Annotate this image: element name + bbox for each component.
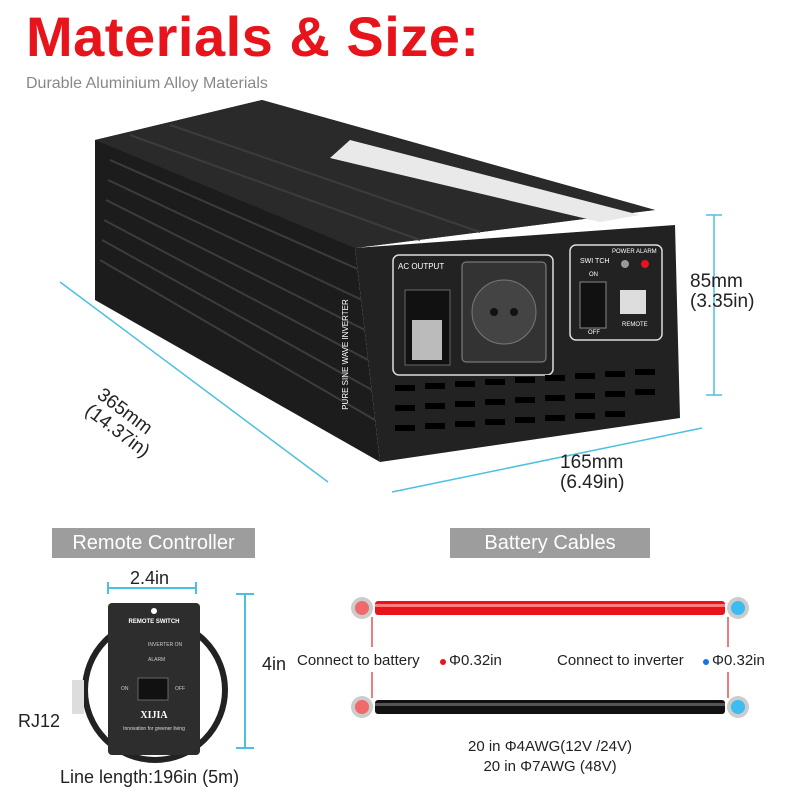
battery-lug-size: Φ0.32in — [449, 652, 502, 669]
remote-switch — [137, 677, 169, 701]
cable-spec-2: 20 in Φ7AWG (48V) — [483, 758, 617, 775]
red-dot-icon — [440, 659, 446, 665]
height-mm: 85mm — [690, 271, 743, 292]
ac-output-panel — [392, 254, 554, 376]
remote-on: ON — [121, 686, 129, 692]
height-dimension: 85mm (3.35in) — [690, 272, 754, 312]
vent-slots — [395, 369, 655, 431]
height-in: (3.35in) — [690, 291, 755, 312]
alarm-label: ALARM — [636, 249, 657, 255]
top-label-panel — [330, 140, 640, 222]
dimension-lines — [59, 214, 722, 493]
rj12-label: RJ12 — [18, 711, 61, 731]
remote-inverter-on: INVERTER ON — [148, 642, 183, 648]
inverter-top — [95, 100, 655, 248]
red-cable — [375, 601, 725, 615]
remote-port-label: REMOTE — [622, 322, 648, 328]
remote-title: REMOTE SWITCH — [128, 619, 180, 625]
rj12-plug — [72, 680, 84, 714]
heatsink-fins — [99, 124, 481, 421]
inverter-side-text: PURE SINE WAVE INVERTER — [340, 299, 350, 410]
black-cable — [375, 700, 725, 714]
power-led — [621, 260, 629, 268]
alarm-led — [641, 260, 649, 268]
remote-alarm: ALARM — [148, 657, 166, 663]
remote-port — [620, 290, 646, 314]
remote-off: OFF — [175, 686, 185, 692]
switch-label: SWI TCH — [580, 258, 610, 265]
connect-inverter-label: Connect to inverter — [557, 652, 684, 669]
remote-width: 2.4in — [130, 568, 170, 588]
remote-slogan: Innovation for greener living — [123, 726, 185, 732]
power-label: POWER — [612, 249, 635, 255]
remote-height: 4in — [262, 654, 287, 674]
connect-battery-label: Connect to battery — [297, 652, 420, 669]
page-subtitle: Durable Aluminium Alloy Materials — [26, 75, 268, 92]
line-length: Line length:196in (5m) — [60, 767, 240, 787]
width-mm: 165mm — [560, 452, 624, 473]
switch-on-label: ON — [589, 272, 598, 278]
control-panel — [569, 244, 663, 341]
cable-spec-1: 20 in Φ4AWG(12V /24V) — [468, 738, 632, 755]
connector-leaders — [371, 617, 729, 698]
remote-controller-label: Remote Controller — [52, 528, 255, 558]
width-in: (6.49in) — [560, 472, 625, 493]
blue-dot-icon — [703, 659, 709, 665]
switch-off-label: OFF — [588, 330, 600, 336]
power-switch — [579, 281, 607, 329]
width-dimension: 165mm (6.49in) — [560, 453, 624, 493]
cable-lugs — [351, 597, 749, 718]
battery-cables-label: Battery Cables — [450, 528, 650, 558]
remote-brand: XIJIA — [140, 710, 168, 721]
page-title: Materials & Size: — [26, 5, 480, 68]
inverter-lug-size: Φ0.32in — [712, 652, 765, 669]
remote-dimension-lines — [107, 582, 254, 749]
ac-output-label: AC OUTPUT — [398, 262, 445, 271]
